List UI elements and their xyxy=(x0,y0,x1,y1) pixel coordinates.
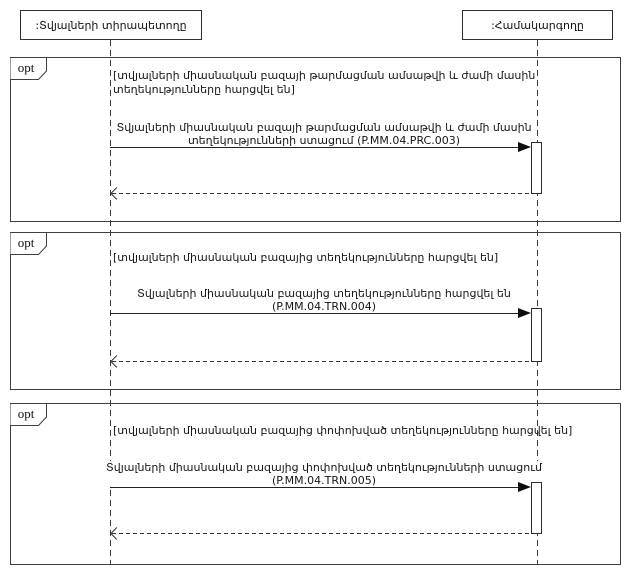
sync-message-arrow xyxy=(110,487,519,488)
sync-message-arrow xyxy=(110,147,519,148)
opt-operator-label: opt xyxy=(17,60,35,75)
sync-arrowhead-icon xyxy=(518,308,531,318)
sync-arrowhead-icon xyxy=(518,482,531,492)
actor-box-coordinator: :Համակարգողը xyxy=(462,10,613,40)
actor-label-data-owner: :Տվյալների տիրապետողը xyxy=(35,18,187,32)
guard-condition: [տվյալների միասնական բազայից տեղեկությու… xyxy=(113,251,499,264)
sync-arrowhead-icon xyxy=(518,142,531,152)
sync-message-arrow xyxy=(110,313,519,314)
lifeline-coordinator xyxy=(537,40,538,565)
opt-operator-label: opt xyxy=(17,235,35,250)
message-label: Տվյալների միասնական բազայի թարմացման ամս… xyxy=(112,121,536,147)
opt-operator-tab xyxy=(10,232,47,255)
message-label: Տվյալների միասնական բազայից փոփոխված տեղ… xyxy=(102,461,546,487)
opt-fragment-2 xyxy=(10,232,621,390)
opt-operator-tab xyxy=(10,403,47,426)
message-label: Տվյալների միասնական բազայից տեղեկություն… xyxy=(133,287,515,313)
actor-box-data-owner: :Տվյալների տիրապետողը xyxy=(20,10,202,40)
guard-condition: [տվյալների միասնական բազայից փոփոխված տե… xyxy=(113,424,573,437)
return-message-arrow xyxy=(112,361,531,362)
lifeline-data-owner xyxy=(110,40,111,565)
opt-operator-label: opt xyxy=(17,406,35,421)
activation-bar xyxy=(531,482,542,534)
activation-bar xyxy=(531,142,542,194)
return-message-arrow xyxy=(112,533,531,534)
actor-label-coordinator: :Համակարգողը xyxy=(491,18,584,32)
opt-operator-tab xyxy=(10,57,47,80)
return-message-arrow xyxy=(112,193,531,194)
opt-fragment-3 xyxy=(10,403,621,565)
guard-condition: [տվյալների միասնական բազայի թարմացման ամ… xyxy=(113,69,536,96)
opt-fragment-1 xyxy=(10,57,621,222)
activation-bar xyxy=(531,308,542,362)
